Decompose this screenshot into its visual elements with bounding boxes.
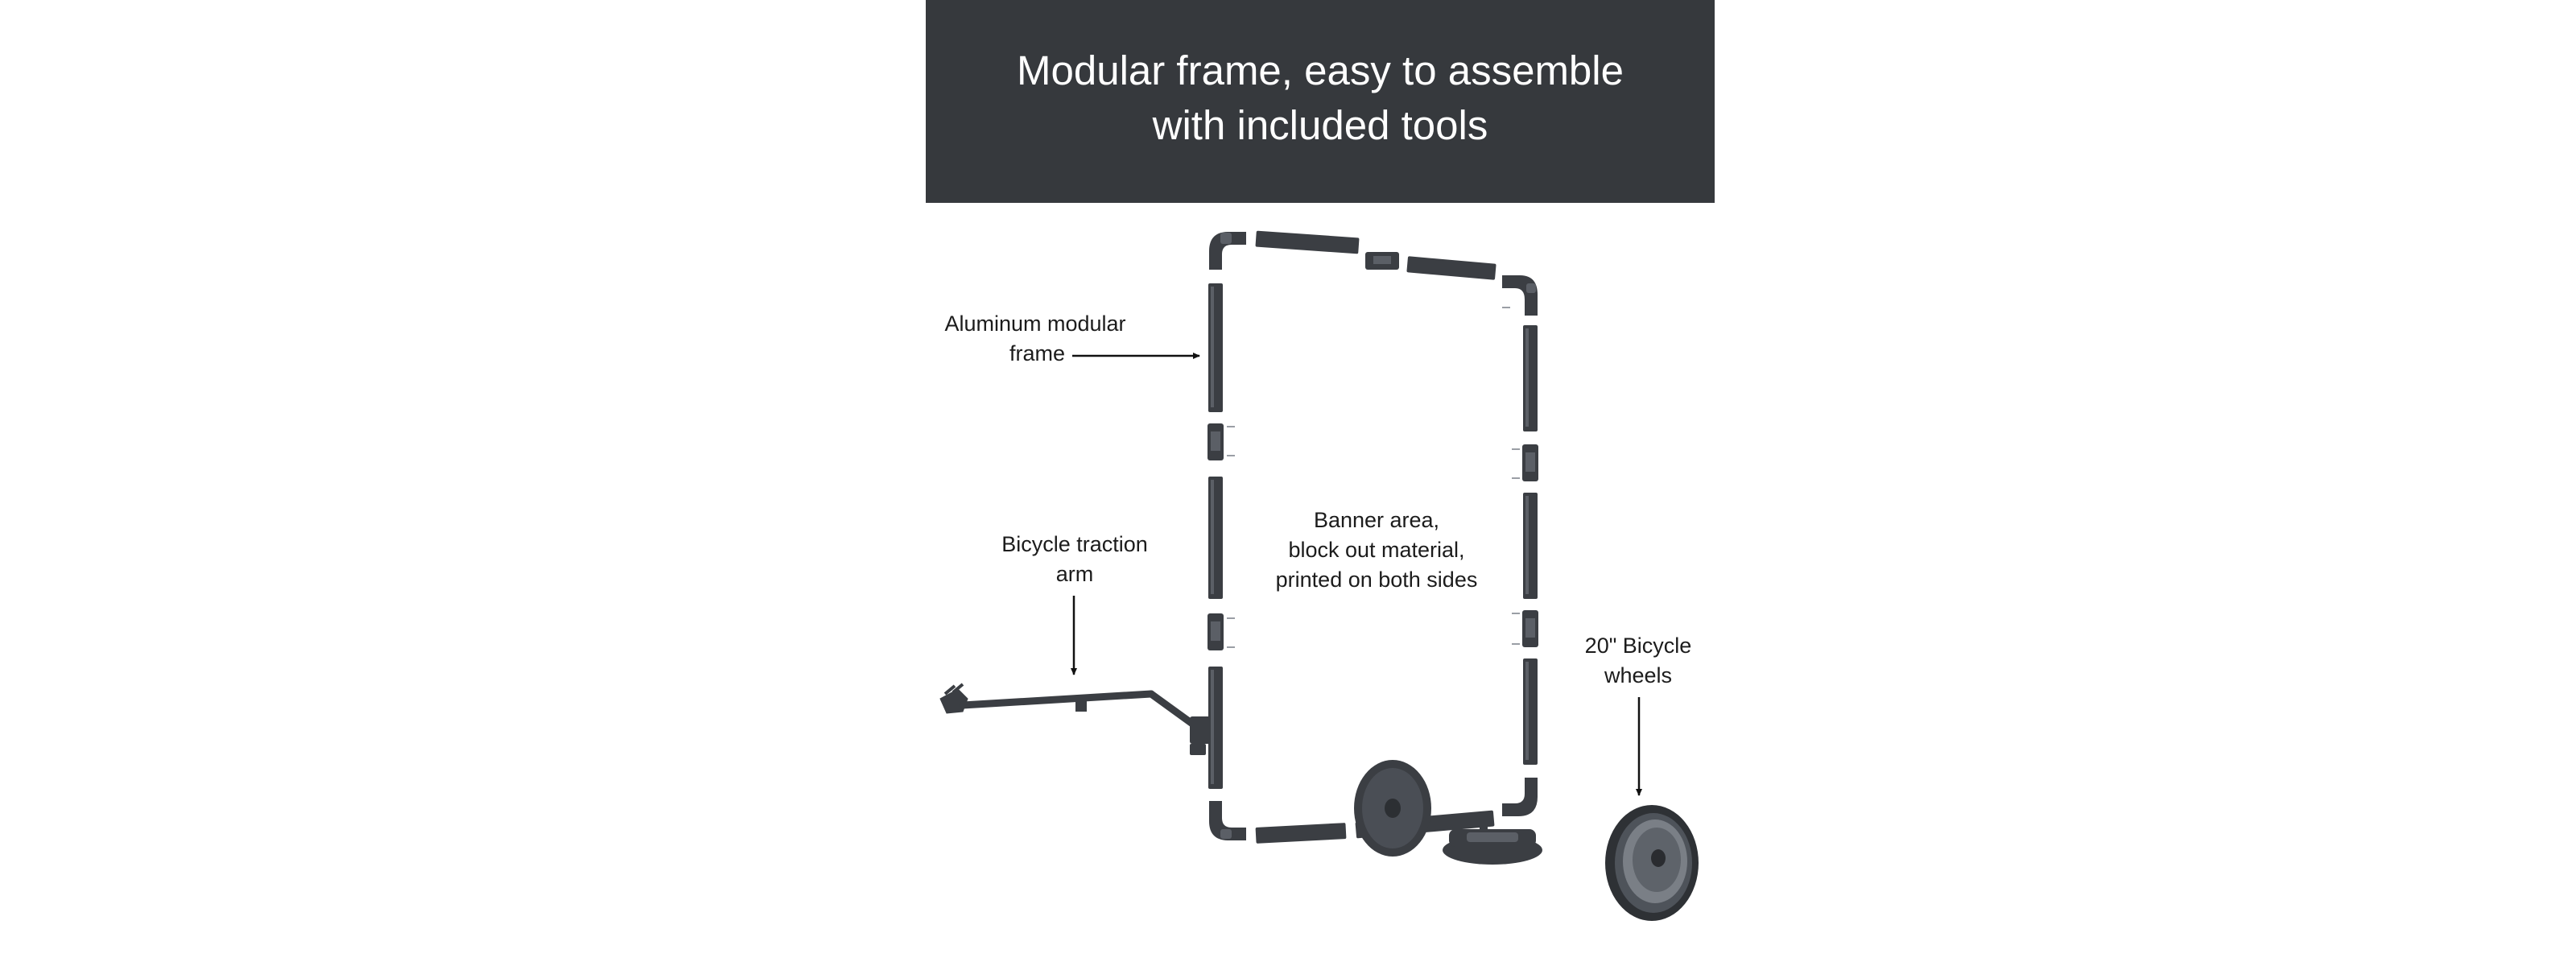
mounted-wheel <box>1354 760 1431 857</box>
right-tube-middle <box>1523 493 1538 599</box>
banner-area-label: Banner area, block out material, printed… <box>1256 506 1497 595</box>
bicycle-traction-arm <box>939 683 1211 755</box>
title-banner: Modular frame, easy to assemble with inc… <box>926 0 1715 203</box>
arm-callout-line-1: Bicycle traction <box>1001 532 1148 556</box>
arm-hinge <box>1075 697 1087 712</box>
right-column <box>1502 325 1538 816</box>
banner-line-1: Banner area, <box>1313 508 1440 532</box>
arm-mount <box>1190 716 1211 744</box>
fastener-marks <box>1227 307 1520 648</box>
base-plate <box>1443 818 1542 865</box>
right-tube-lower <box>1523 658 1538 765</box>
corner-top-right <box>1502 275 1538 316</box>
arm-callout-label: Bicycle traction arm <box>974 530 1175 589</box>
bottom-rail-tube-left <box>1255 823 1347 844</box>
wheels-callout-line-1: 20" Bicycle <box>1584 634 1692 658</box>
title-line-1: Modular frame, easy to assemble <box>1017 47 1624 93</box>
left-tube-upper <box>1208 283 1223 412</box>
banner-line-2: block out material, <box>1288 538 1465 562</box>
wheels-callout-label: 20" Bicycle wheels <box>1562 631 1715 691</box>
banner-line-3: printed on both sides <box>1275 568 1478 592</box>
frame-callout-label: Aluminum modular frame <box>926 309 1145 369</box>
frame-callout-line-2: frame <box>1009 341 1066 365</box>
top-rail-tube-left <box>1255 230 1360 254</box>
corner-top-left <box>1209 232 1246 270</box>
frame-callout-line-1: Aluminum modular <box>944 312 1126 336</box>
arm-tube-straight <box>959 690 1155 709</box>
top-rail-tube-right <box>1406 256 1496 280</box>
callout-arrows <box>1071 353 1642 796</box>
diagram-title: Modular frame, easy to assemble with inc… <box>1017 43 1624 153</box>
left-tube-middle <box>1208 477 1223 599</box>
top-rail <box>1209 230 1538 316</box>
left-column <box>1208 283 1246 840</box>
wheels-callout-line-2: wheels <box>1604 663 1673 687</box>
bicycle-wheel <box>1605 805 1699 921</box>
corner-bottom-left <box>1209 801 1246 840</box>
arm-callout-line-2: arm <box>1055 562 1094 586</box>
right-tube-upper <box>1523 325 1538 431</box>
corner-bottom-right <box>1502 778 1538 816</box>
title-line-2: with included tools <box>1152 102 1488 148</box>
